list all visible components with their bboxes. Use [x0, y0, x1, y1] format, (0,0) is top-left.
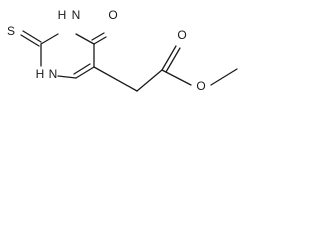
bond-c5-c6-b [73, 63, 91, 75]
bond-oe-ch3 [210, 68, 238, 86]
bond-ch2-cc [136, 69, 163, 92]
bond-c5-c6-a [75, 66, 95, 79]
bond-cc-oe [161, 69, 192, 86]
atom-h-n3: H [58, 8, 67, 22]
bond-c2-s-a [22, 30, 42, 43]
atom-o-ester: O [196, 79, 205, 93]
atom-s: S [7, 24, 15, 38]
bond-c2-s-b [20, 34, 40, 47]
bond-c5-ch2 [93, 66, 138, 92]
atom-n1: N [49, 67, 58, 81]
atom-n3: N [72, 8, 81, 22]
atom-o-ketone: O [108, 8, 117, 22]
atom-o-carbonyl: O [177, 28, 186, 42]
molecule-structure: S H N O H N O O [7, 8, 238, 93]
atom-h-n1: H [36, 67, 45, 81]
bond-c4-o-a [93, 36, 107, 45]
bond-cc-o-b [165, 47, 181, 73]
bond-c4-o-b [91, 32, 105, 41]
bond-cc-o-a [161, 45, 177, 71]
bond-c6-n1 [57, 75, 77, 79]
bond-n3-c4 [75, 33, 95, 45]
bond-c2-n3 [40, 33, 59, 45]
